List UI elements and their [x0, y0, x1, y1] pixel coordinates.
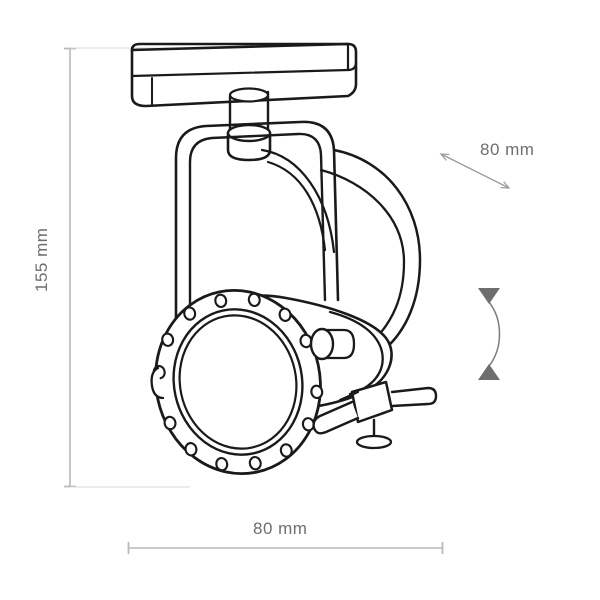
product-illustration — [130, 42, 438, 475]
front-bezel-ring — [154, 289, 322, 475]
side-lug-left — [150, 366, 165, 400]
ceiling-track-plate — [130, 42, 358, 108]
dimension-lines — [64, 47, 509, 554]
tilt-arrowhead-top — [478, 288, 500, 304]
bezel-holes — [152, 292, 324, 472]
tilt-arc — [488, 301, 501, 367]
clamp-bracket — [312, 380, 438, 450]
depth-dimension-line — [441, 154, 509, 188]
clamp-screw-head — [355, 434, 393, 450]
yoke-bracket — [174, 120, 422, 350]
tilt-rotation-arrow — [478, 288, 501, 380]
width-dimension — [127, 542, 444, 554]
pivot-knob — [309, 327, 356, 361]
clamp-screw-left — [312, 400, 360, 435]
height-dimension-label: 155 mm — [32, 227, 51, 292]
width-dimension-label: 80 mm — [253, 519, 308, 538]
swivel-collar — [226, 123, 272, 162]
tilt-arrowhead-bottom — [478, 364, 500, 380]
depth-dimension — [441, 154, 509, 188]
lens — [178, 314, 298, 450]
clamp-screw-right — [390, 386, 438, 408]
depth-dimension-label: 80 mm — [480, 140, 535, 159]
